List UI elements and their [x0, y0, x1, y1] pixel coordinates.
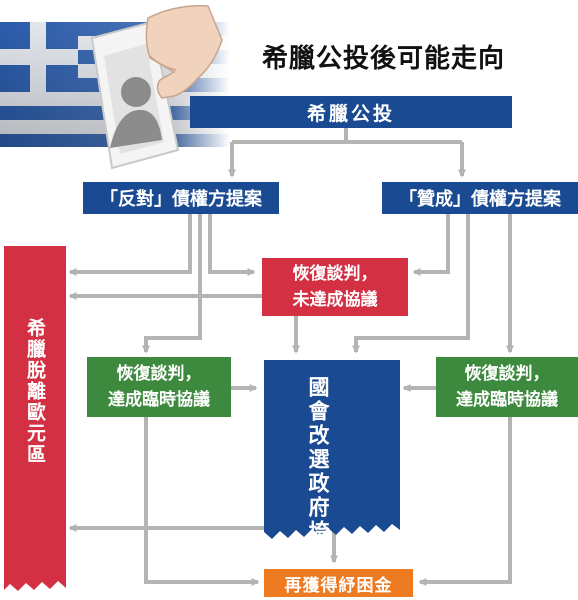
referendum-box: 希臘公投 [190, 96, 512, 128]
bailout-box: 再獲得紓困金 [264, 569, 413, 597]
ballot-in-hand-icon [90, 5, 223, 170]
resume-no-deal-line2: 未達成協議 [292, 290, 378, 310]
greek-flag-icon [0, 5, 230, 170]
arrow-oppose-to-grexit [68, 214, 192, 276]
support-proposal-box: 「贊成」債權方提案 [382, 182, 578, 214]
arrow-leftdeal-to-bailout [144, 417, 260, 586]
resume-talks-no-deal-box: 恢復談判， 未達成協議 [262, 258, 408, 316]
election-banner [264, 360, 400, 539]
oppose-proposal-box: 「反對」債權方提案 [83, 182, 279, 214]
resume-talks-deal-right-box: 恢復談判， 達成臨時協議 [436, 357, 578, 417]
resume-deal-left-line1: 恢復談判， [116, 364, 202, 384]
page-title: 希臘公投後可能走向 [262, 44, 506, 74]
resume-talks-deal-left-box: 恢復談判， 達成臨時協議 [87, 357, 231, 417]
arrow-support-to-election [352, 214, 470, 354]
arrow-oppose-to-resume [208, 214, 256, 276]
arrow-oppose-to-deal [142, 214, 202, 354]
grexit-label: 希臘脫離歐元區 [24, 318, 46, 465]
resume-deal-left-line2: 達成臨時協議 [108, 390, 210, 410]
resume-no-deal-line1: 恢復談判， [292, 264, 378, 284]
resume-deal-right-line1: 恢復談判， [464, 364, 550, 384]
resume-deal-right-line2: 達成臨時協議 [456, 390, 558, 410]
arrow-rightdeal-to-bailout [418, 417, 512, 586]
arrow-support-to-resume [412, 214, 450, 276]
election-label: 國會改選政府垮台 [306, 376, 330, 568]
grexit-banner [4, 246, 66, 591]
